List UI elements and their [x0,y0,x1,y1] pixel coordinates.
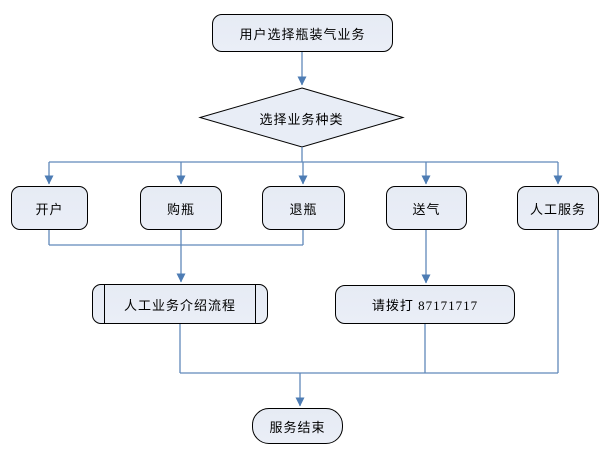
node-deliver-gas: 送气 [386,186,467,230]
node-decision: 选择业务种类 [200,88,403,148]
node-intro-process-label: 人工业务介绍流程 [123,297,236,313]
node-buy-bottle-label: 购瓶 [166,201,195,217]
node-start-label: 用户选择瓶装气业务 [239,26,366,42]
node-manual-service: 人工服务 [517,186,599,230]
node-buy-bottle: 购瓶 [140,186,222,230]
node-call-hotline: 请拨打 87171717 [335,285,515,324]
node-return-bottle-label: 退瓶 [289,201,318,217]
predefined-process-left-bar [104,285,105,323]
node-return-bottle: 退瓶 [262,186,345,230]
node-deliver-gas-label: 送气 [412,201,441,217]
node-manual-service-label: 人工服务 [529,201,586,217]
node-decision-label: 选择业务种类 [259,111,344,127]
node-end: 服务结束 [252,408,343,444]
predefined-process-right-bar [255,285,256,323]
node-end-label: 服务结束 [269,419,326,435]
node-intro-process: 人工业务介绍流程 [92,284,268,324]
node-open-account: 开户 [11,186,88,230]
node-start: 用户选择瓶装气业务 [212,14,393,52]
node-open-account-label: 开户 [35,201,64,217]
node-call-hotline-label: 请拨打 87171717 [371,298,479,313]
